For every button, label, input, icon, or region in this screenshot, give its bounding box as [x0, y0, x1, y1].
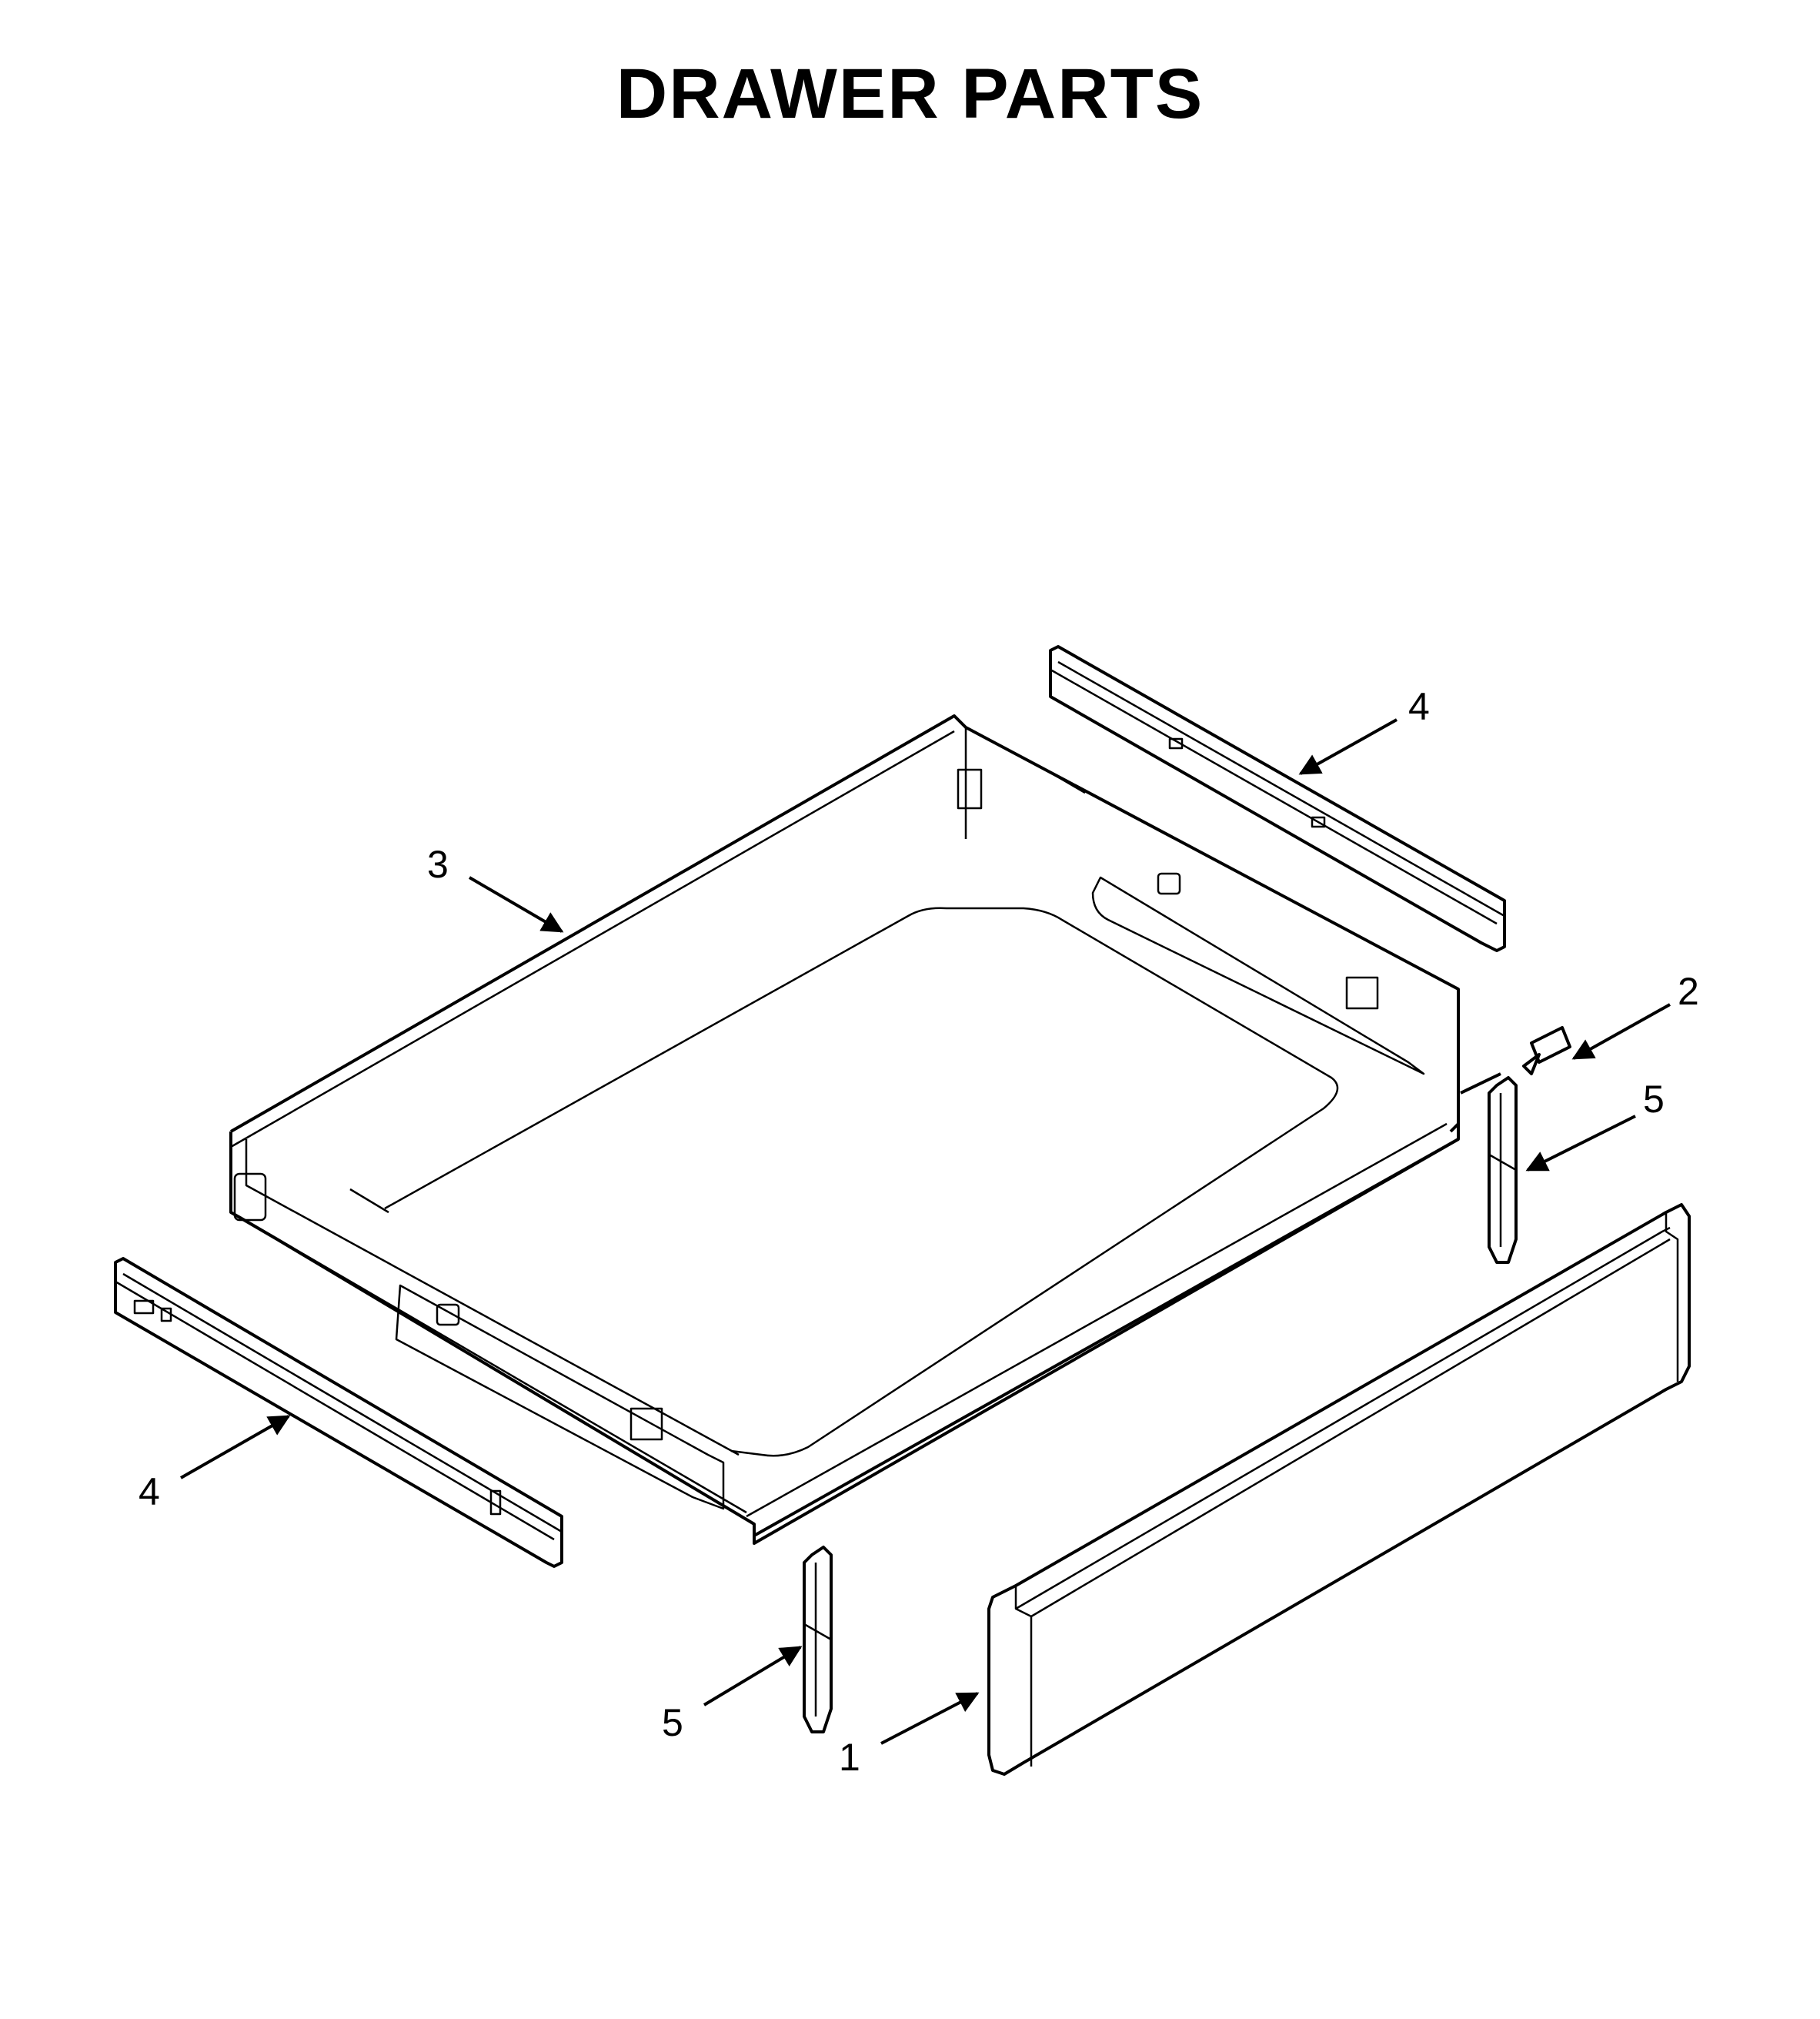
leader-arrows [180, 718, 1671, 1745]
callout-labels: 3 4 2 5 4 5 1 [139, 685, 1699, 1779]
callout-3: 3 [427, 843, 449, 886]
callout-2: 2 [1678, 970, 1699, 1013]
arrow-3 [468, 876, 564, 933]
arrow-1 [880, 1692, 980, 1745]
drawer-front-panel[interactable] [987, 1203, 1691, 1776]
callout-1: 1 [839, 1736, 860, 1779]
callout-4-left: 4 [139, 1470, 160, 1513]
drawer-glide-bottom[interactable] [803, 1546, 833, 1733]
screw[interactable] [1460, 1026, 1571, 1095]
drawer-box[interactable] [229, 714, 1460, 1545]
drawer-glide-right[interactable] [1488, 1076, 1518, 1264]
callout-5-bottom: 5 [662, 1701, 683, 1744]
slide-rail-left[interactable] [114, 1257, 563, 1568]
slide-rail-top[interactable] [1049, 645, 1506, 952]
arrow-4-top [1298, 718, 1398, 775]
arrow-2 [1571, 1003, 1671, 1060]
page-title: DRAWER PARTS [616, 55, 1204, 133]
callout-4-top: 4 [1408, 685, 1430, 728]
arrow-4-left [180, 1415, 291, 1479]
callout-5-right: 5 [1643, 1078, 1665, 1121]
arrow-5-bottom [703, 1646, 803, 1706]
arrow-5-right [1525, 1115, 1636, 1172]
